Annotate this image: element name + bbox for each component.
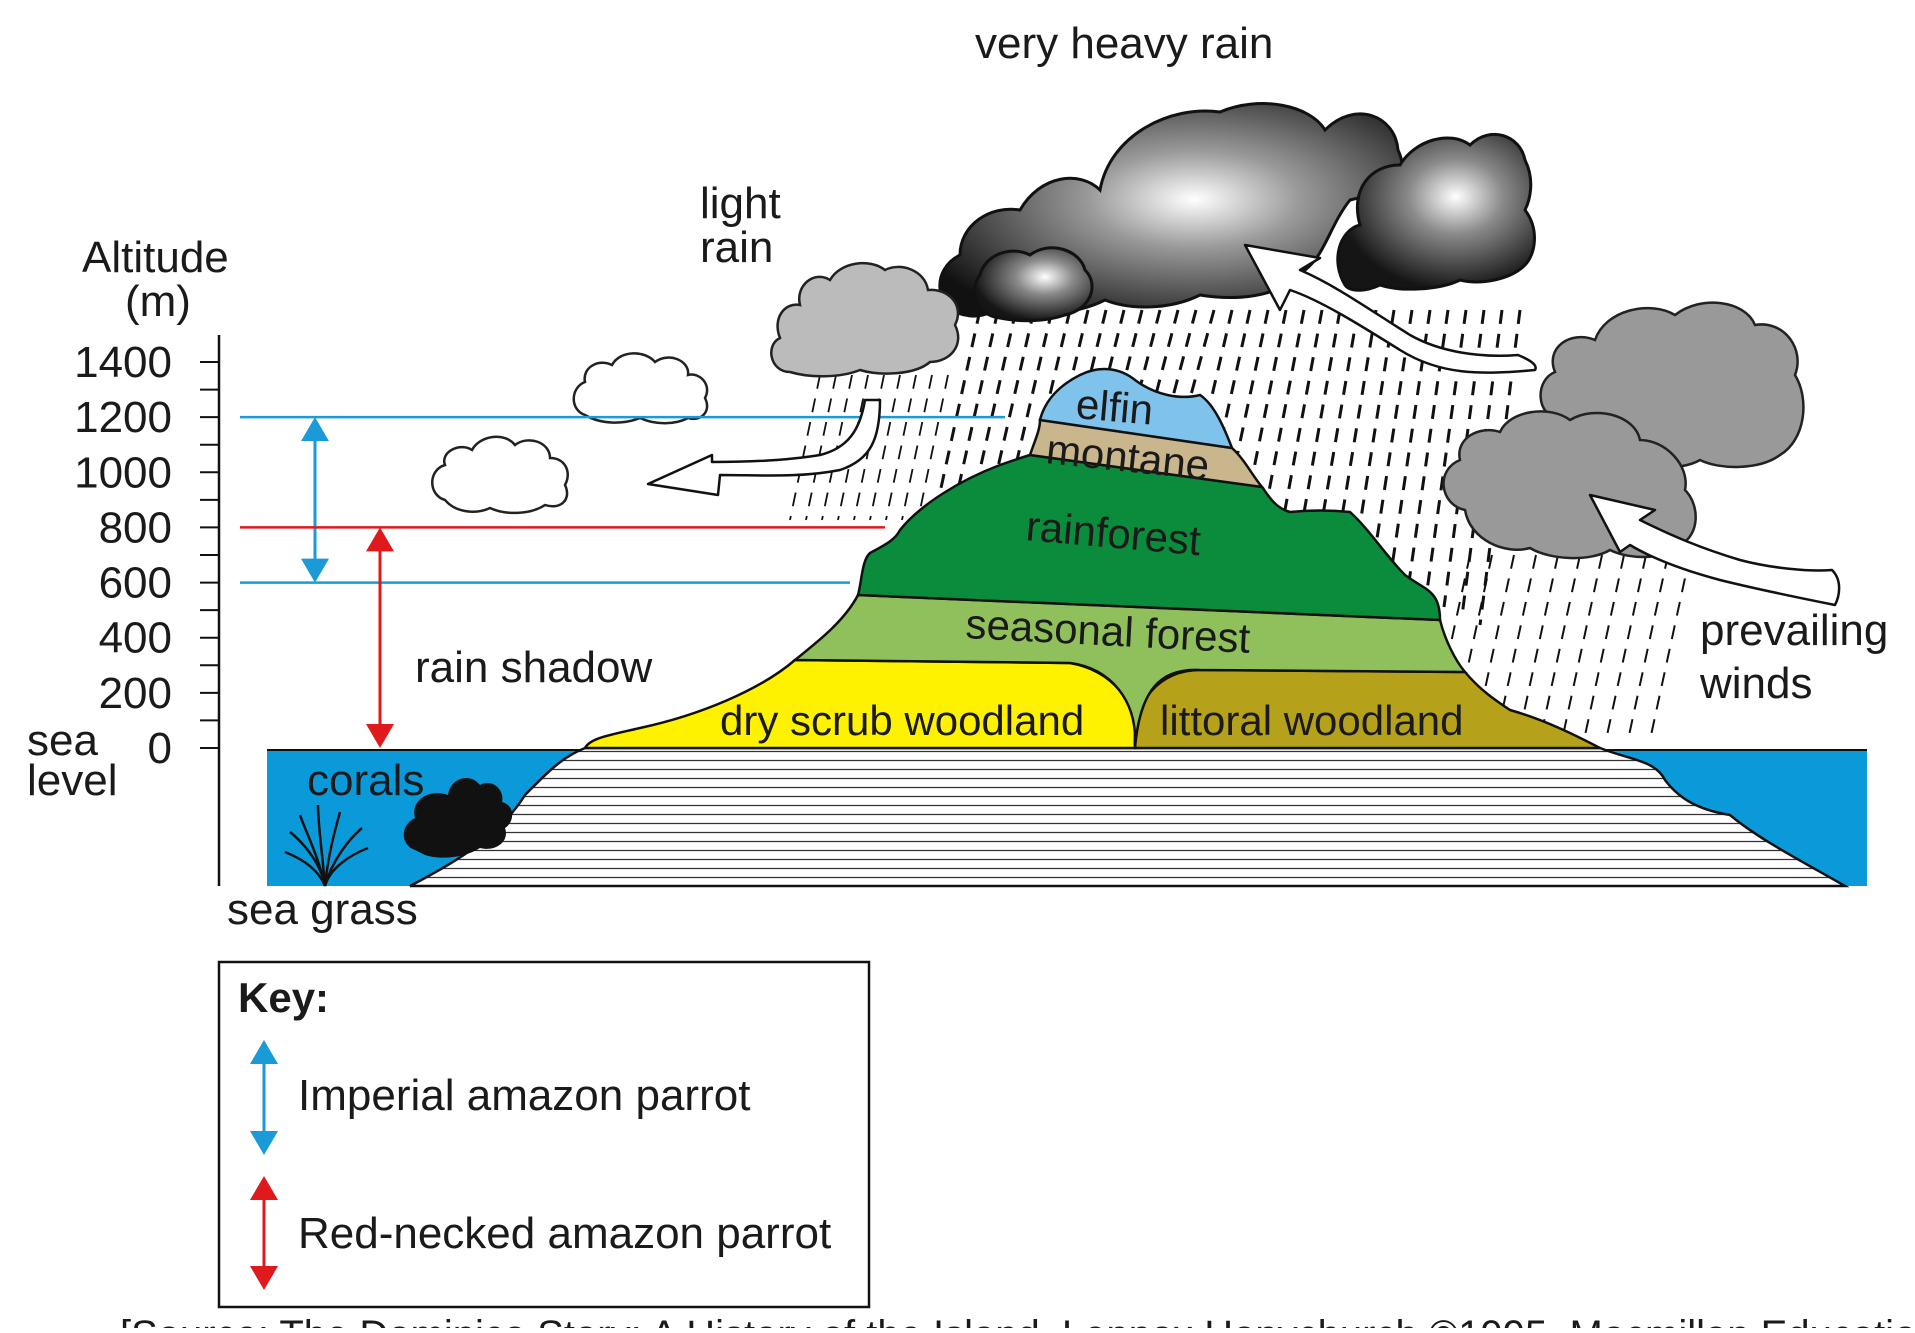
light-rain-cloud: light rain bbox=[700, 179, 960, 378]
rain-streak bbox=[1370, 309, 1414, 572]
key-arrow-imperial bbox=[250, 1040, 278, 1155]
sea-level-label-line1: sea bbox=[27, 716, 98, 765]
white-cloud-lower bbox=[431, 435, 569, 515]
wind-cloud bbox=[1442, 301, 1805, 560]
source-caption: [Source: The Dominica Story: A History o… bbox=[120, 1313, 1915, 1328]
key-arrow-red-necked bbox=[250, 1176, 278, 1290]
red-necked-range-arrow bbox=[366, 527, 394, 748]
rain-streak bbox=[938, 309, 982, 493]
rain-streak bbox=[1316, 309, 1360, 545]
axis-title-line2: (m) bbox=[125, 277, 191, 326]
zone-label-dry-scrub: dry scrub woodland bbox=[720, 697, 1084, 744]
axis-tick-label: 400 bbox=[99, 614, 172, 663]
sea-grass-label: sea grass bbox=[227, 885, 418, 934]
rain-streak bbox=[1298, 309, 1342, 536]
axis-tick-label: 1400 bbox=[74, 338, 172, 387]
white-cloud-upper bbox=[572, 352, 709, 425]
very-heavy-rain-label: very heavy rain bbox=[975, 19, 1273, 68]
rain-streak bbox=[1539, 554, 1581, 741]
rain-streak bbox=[1280, 309, 1324, 527]
rain-streak bbox=[1517, 554, 1559, 741]
key-label-red-necked: Red-necked amazon parrot bbox=[298, 1209, 831, 1258]
rain-streak bbox=[805, 374, 837, 521]
axis-tick-label: 200 bbox=[99, 669, 172, 718]
rain-streak bbox=[1561, 554, 1603, 741]
rain-streak bbox=[869, 374, 901, 521]
rain-streak bbox=[1010, 309, 1054, 483]
prevailing-winds-label-line2: winds bbox=[1699, 659, 1813, 708]
light-rain-label-line2: rain bbox=[700, 223, 773, 272]
axis-tick-label: 1200 bbox=[74, 393, 172, 442]
vegetation-zones bbox=[582, 367, 1601, 750]
rain-streak bbox=[789, 374, 821, 521]
wind-arrow-upper bbox=[1243, 243, 1537, 374]
wind-arrows bbox=[646, 243, 1841, 607]
wind-arrow-lower bbox=[1588, 493, 1841, 607]
light-rain-label-line1: light bbox=[700, 179, 781, 228]
rain-streak bbox=[1388, 309, 1432, 581]
axis-tick-label: 1000 bbox=[74, 448, 172, 497]
key-arrow-blue bbox=[250, 1040, 278, 1155]
key-label-imperial: Imperial amazon parrot bbox=[298, 1071, 750, 1120]
rain-streak bbox=[1627, 554, 1669, 741]
zone-label-littoral: littoral woodland bbox=[1160, 697, 1464, 744]
key-box: Key: Imperial amazon parrot Red-necked a… bbox=[217, 960, 871, 1309]
rain-streak bbox=[1583, 554, 1625, 741]
rain-streak bbox=[1649, 554, 1691, 741]
axis-tick-label: 0 bbox=[148, 724, 172, 773]
corals-label: corals bbox=[307, 756, 424, 805]
sea-grass-icon bbox=[284, 804, 369, 887]
prevailing-winds-label-line1: prevailing bbox=[1700, 606, 1888, 655]
rain-shadow-label: rain shadow bbox=[415, 643, 652, 692]
axis-title-line1: Altitude bbox=[82, 233, 229, 282]
parrot-ranges bbox=[240, 415, 1005, 748]
rain-streak bbox=[1262, 309, 1306, 518]
zone-elfin bbox=[1038, 367, 1234, 450]
rain-streak bbox=[885, 374, 917, 521]
rain-streak bbox=[956, 309, 1000, 491]
axis-tick-label: 800 bbox=[99, 503, 172, 552]
coral-blob bbox=[403, 777, 513, 858]
sea-level-label-line2: level bbox=[27, 756, 118, 805]
zone-label-elfin: elfin bbox=[1074, 380, 1155, 434]
rain-streak bbox=[1605, 554, 1647, 741]
wind-arrow-leeward bbox=[646, 398, 882, 497]
zone-seasonal bbox=[791, 593, 1468, 749]
key-arrow-red bbox=[250, 1176, 278, 1290]
altitude-axis: Altitude (m) 1400 1200 1000 800 600 400 200 0 bbox=[74, 233, 229, 886]
rain-streak bbox=[917, 374, 949, 521]
rain-streak bbox=[1226, 309, 1270, 500]
rain-streak bbox=[1352, 309, 1396, 563]
axis-tick-label: 600 bbox=[99, 559, 172, 608]
key-title: Key: bbox=[238, 974, 329, 1021]
storm-cloud bbox=[938, 102, 1536, 323]
rain-streak bbox=[992, 309, 1036, 485]
imperial-range-arrow bbox=[301, 417, 329, 583]
island-base bbox=[409, 746, 1850, 888]
rain-streak bbox=[974, 309, 1018, 488]
rain-streak bbox=[901, 374, 933, 521]
